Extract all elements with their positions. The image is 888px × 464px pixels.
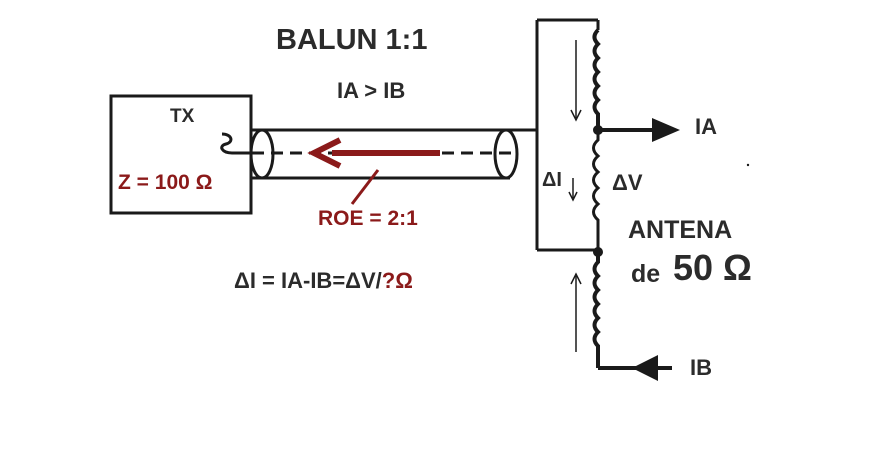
delta-i-label: ΔI [542, 169, 562, 191]
node-lower [593, 247, 603, 257]
ia-arrow-head [652, 118, 680, 142]
equation-main: ΔI = IA-IB=ΔV/ [234, 268, 382, 293]
reflected-arrow-head [307, 137, 342, 169]
equation-unknown: ?Ω [381, 268, 413, 293]
upper-coil [592, 28, 601, 130]
current-relation: IA > IB [337, 78, 406, 103]
ib-arrow-head [632, 355, 658, 381]
tx-label: TX [170, 106, 195, 127]
antenna-de-label: de [631, 260, 661, 288]
middle-coil [592, 130, 601, 250]
impedance-label: Z = 100 Ω [118, 171, 213, 194]
ia-label: IA [695, 114, 717, 139]
delta-i-arrow-head [568, 191, 578, 202]
tx-connector-symbol [220, 132, 252, 155]
current-equation: ΔI = IA-IB=ΔV/?Ω [234, 270, 413, 292]
lower-coil [592, 256, 601, 368]
coax-right-end [493, 128, 519, 180]
roe-pointer-line [350, 169, 380, 205]
lower-current-arrow-head [570, 272, 582, 285]
antenna-label: ANTENA [628, 216, 733, 244]
antenna-impedance: 50 Ω [673, 247, 752, 288]
delta-v-label: ΔV [612, 170, 643, 195]
ib-label: IB [690, 355, 712, 380]
speck [746, 163, 750, 167]
upper-current-arrow-head [570, 109, 582, 122]
roe-label: ROE = 2:1 [318, 207, 418, 230]
diagram-title: BALUN 1:1 [276, 24, 428, 56]
